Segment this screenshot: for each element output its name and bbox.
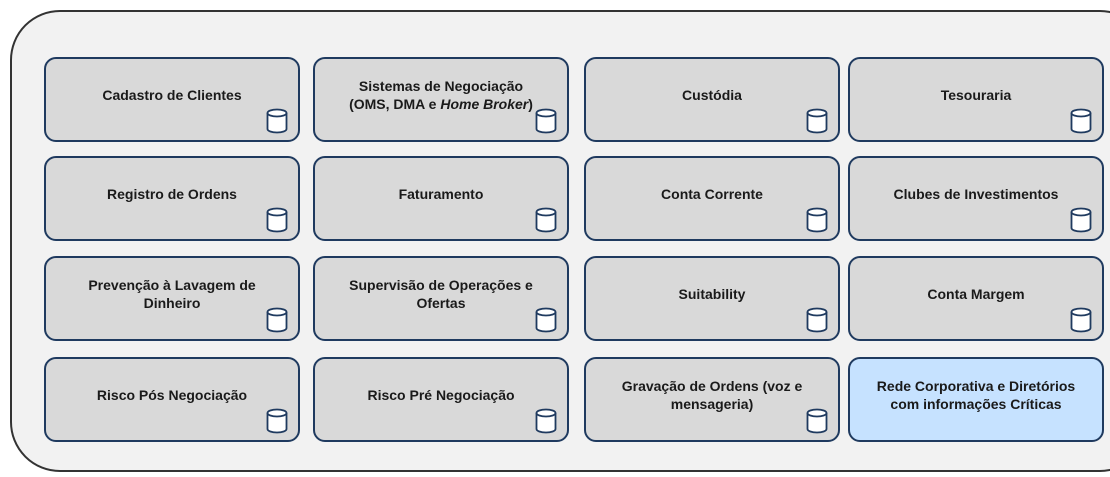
system-label: Supervisão de Operações e Ofertas (349, 276, 533, 311)
system-label: Clubes de Investimentos (893, 185, 1059, 202)
database-cylinder-icon (535, 307, 557, 333)
system-label: Custódia (682, 86, 742, 103)
database-cylinder-icon (535, 207, 557, 233)
system-box: Clubes de Investimentos (848, 156, 1104, 241)
system-label: Sistemas de Negociação (OMS, DMA e Home … (349, 77, 533, 112)
system-box: Risco Pós Negociação (44, 357, 300, 442)
system-label: Cadastro de Clientes (102, 86, 242, 103)
system-label-suffix: ) (528, 95, 533, 112)
database-cylinder-icon (806, 207, 828, 233)
database-cylinder-icon (1070, 207, 1092, 233)
system-label: Registro de Ordens (107, 185, 237, 202)
database-cylinder-icon (266, 408, 288, 434)
database-cylinder-icon (806, 307, 828, 333)
system-box: Custódia (584, 57, 840, 142)
system-box: Risco Pré Negociação (313, 357, 569, 442)
system-box: Gravação de Ordens (voz e mensageria) (584, 357, 840, 442)
system-label: Gravação de Ordens (voz e mensageria) (621, 377, 803, 412)
database-cylinder-icon (806, 408, 828, 434)
system-label: Suitability (678, 285, 746, 302)
system-label: Tesouraria (940, 86, 1012, 103)
system-box: Faturamento (313, 156, 569, 241)
system-box: Sistemas de Negociação (OMS, DMA e Home … (313, 57, 569, 142)
database-cylinder-icon (266, 307, 288, 333)
system-label: Rede Corporativa e Diretórios com inform… (876, 377, 1076, 412)
database-cylinder-icon (266, 108, 288, 134)
system-box: Registro de Ordens (44, 156, 300, 241)
system-label-italic: Home Broker (440, 95, 529, 112)
system-box: Suitability (584, 256, 840, 341)
system-box: Supervisão de Operações e Ofertas (313, 256, 569, 341)
system-label: Conta Margem (927, 285, 1025, 302)
system-box: Prevenção à Lavagem de Dinheiro (44, 256, 300, 341)
system-label: Risco Pós Negociação (96, 386, 248, 403)
system-box: Rede Corporativa e Diretórios com inform… (848, 357, 1104, 442)
system-label: Conta Corrente (661, 185, 763, 202)
database-cylinder-icon (535, 408, 557, 434)
database-cylinder-icon (535, 108, 557, 134)
system-label: Faturamento (398, 185, 484, 202)
database-cylinder-icon (266, 207, 288, 233)
system-label: Risco Pré Negociação (367, 386, 515, 403)
database-cylinder-icon (1070, 108, 1092, 134)
database-cylinder-icon (1070, 307, 1092, 333)
system-box: Conta Margem (848, 256, 1104, 341)
system-box: Conta Corrente (584, 156, 840, 241)
database-cylinder-icon (806, 108, 828, 134)
system-box: Tesouraria (848, 57, 1104, 142)
system-box: Cadastro de Clientes (44, 57, 300, 142)
system-label: Prevenção à Lavagem de Dinheiro (88, 276, 256, 311)
